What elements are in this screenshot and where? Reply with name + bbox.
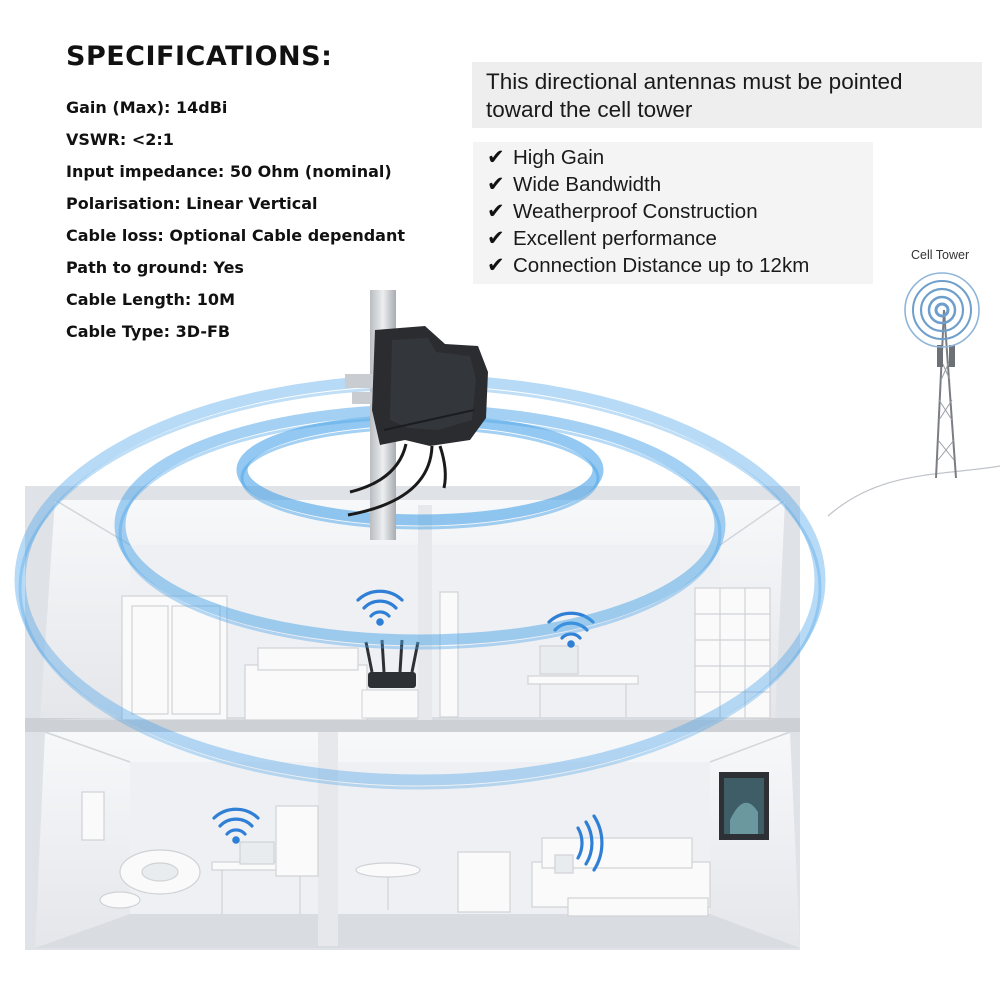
wifi-icon [576, 814, 604, 872]
cell-tower-icon [904, 272, 980, 479]
antenna-icon [345, 290, 488, 540]
feature-item: ✔ Wide Bandwidth [487, 171, 809, 198]
wifi-icon [356, 589, 404, 626]
wifi-icon [212, 807, 260, 844]
callout-text: This directional antennas must be pointe… [486, 69, 903, 122]
feature-item: ✔ Excellent performance [487, 225, 809, 252]
features-panel: ✔ High Gain ✔ Wide Bandwidth ✔ Weatherproof… [473, 142, 873, 284]
check-icon: ✔ [487, 199, 505, 223]
check-icon: ✔ [487, 253, 505, 277]
specifications-panel: SPECIFICATIONS: Gain (Max): 14dBi VSWR: … [66, 40, 486, 348]
feature-label: High Gain [513, 146, 605, 169]
feature-label: Wide Bandwidth [513, 173, 662, 196]
pointing-callout: This directional antennas must be pointe… [472, 62, 982, 128]
spec-cable-length: Cable Length: 10M [66, 290, 235, 309]
spec-cable-loss: Cable loss: Optional Cable dependant [66, 226, 405, 245]
spec-gain: Gain (Max): 14dBi [66, 98, 228, 117]
router-icon [361, 639, 420, 719]
tv-icon [719, 772, 769, 840]
upper-floor-furniture [121, 587, 771, 721]
check-icon: ✔ [487, 145, 505, 169]
feature-label: Excellent performance [513, 227, 717, 250]
lower-floor-furniture [81, 791, 711, 917]
ground-line [827, 465, 1000, 517]
feature-item: ✔ High Gain [487, 144, 809, 171]
feature-list: ✔ High Gain ✔ Wide Bandwidth ✔ Weatherproof… [487, 144, 809, 279]
feature-label: Connection Distance up to 12km [513, 254, 810, 277]
feature-item: ✔ Weatherproof Construction [487, 198, 809, 225]
spec-cable-type: Cable Type: 3D-FB [66, 322, 231, 341]
spec-polarisation: Polarisation: Linear Vertical [66, 194, 318, 213]
spec-input-impedance: Input impedance: 50 Ohm (nominal) [66, 162, 392, 181]
feature-label: Weatherproof Construction [513, 200, 758, 223]
feature-item: ✔ Connection Distance up to 12km [487, 252, 809, 279]
cell-tower-label: Cell Tower [911, 248, 970, 262]
check-icon: ✔ [487, 226, 505, 250]
check-icon: ✔ [487, 172, 505, 196]
spec-vswr: VSWR: <2:1 [66, 130, 174, 149]
specifications-title: SPECIFICATIONS: [66, 41, 333, 72]
spec-path-to-ground: Path to ground: Yes [66, 258, 244, 277]
spec-list: Gain (Max): 14dBi VSWR: <2:1 Input imped… [66, 92, 486, 348]
